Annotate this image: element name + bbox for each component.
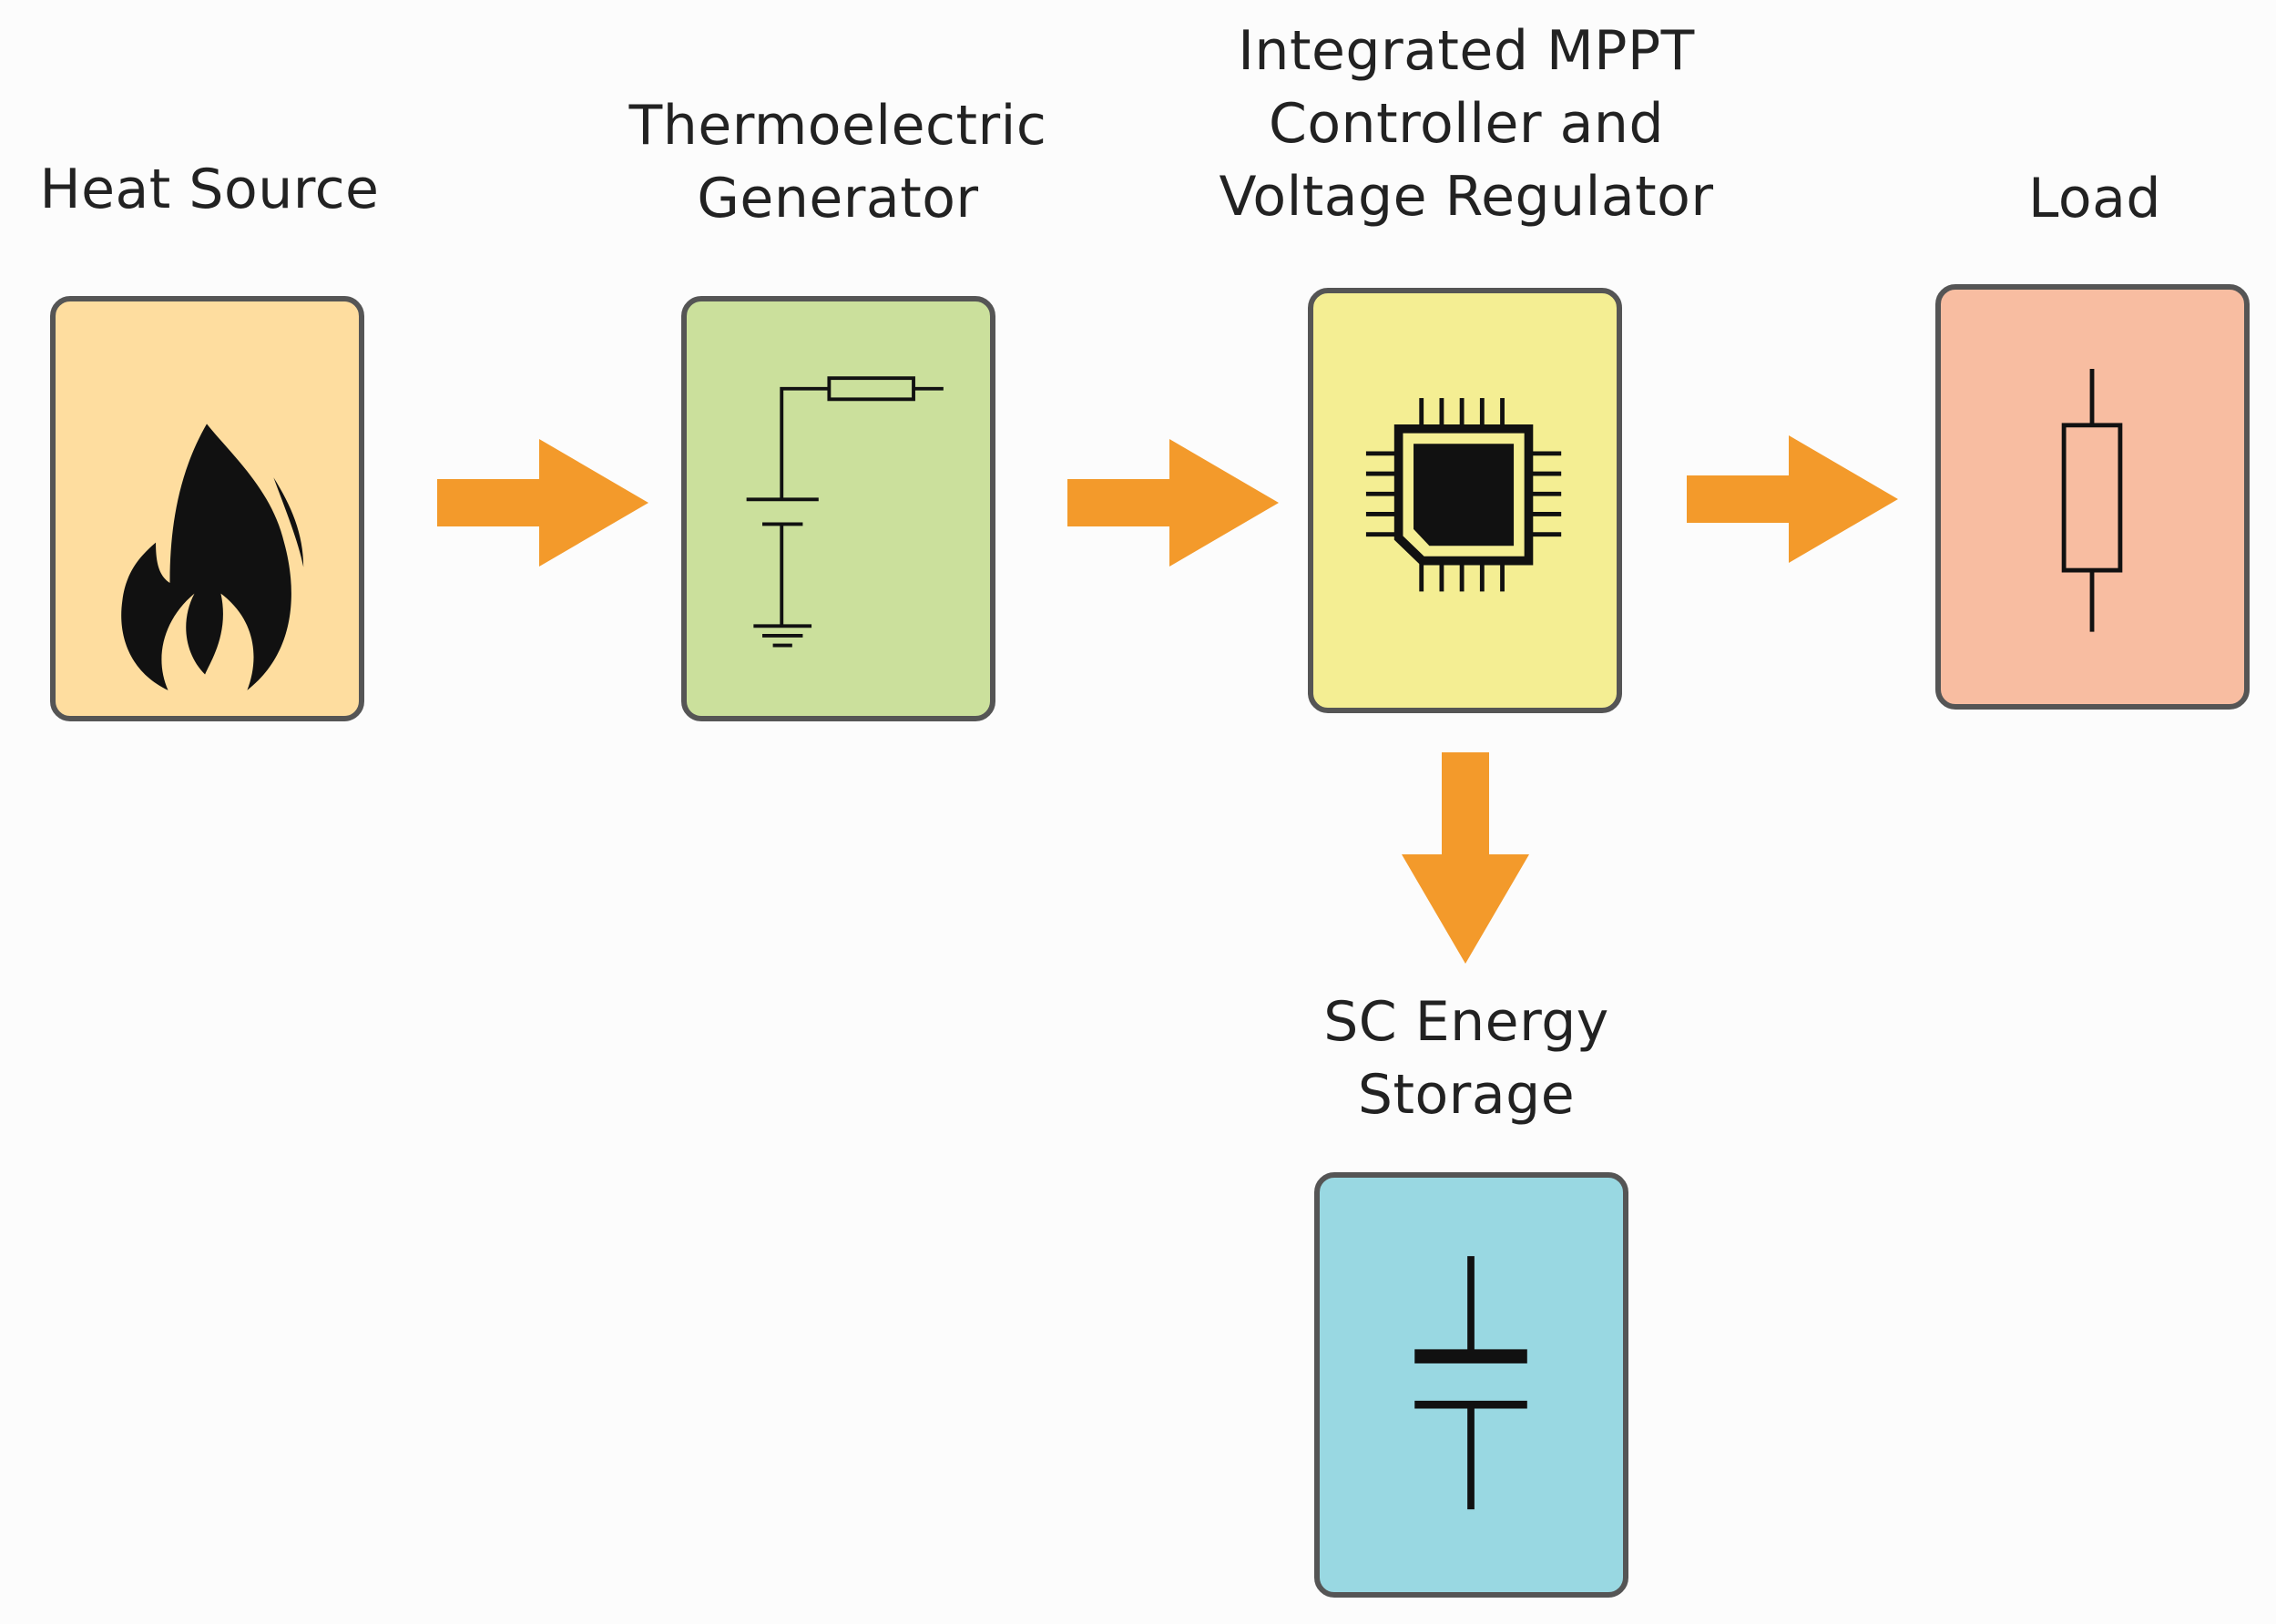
- capacitor-icon: [1414, 1256, 1527, 1510]
- arrow-mppt-to-load: [1687, 435, 1898, 563]
- arrow-mppt-to-storage: [1402, 752, 1529, 964]
- flame-icon: [121, 424, 304, 690]
- arrow-heat-to-teg: [437, 439, 648, 567]
- arrow-teg-to-mppt: [1067, 439, 1279, 567]
- heat-source-label: Heat Source: [39, 158, 380, 221]
- mppt-label: Integrated MPPT Controller and Voltage R…: [1219, 19, 1714, 229]
- microchip-icon: [1365, 398, 1562, 592]
- storage-block: [1314, 1172, 1628, 1598]
- teg-circuit-icon: [746, 376, 944, 648]
- mppt-block: [1308, 288, 1622, 713]
- load-block: [1935, 284, 2250, 710]
- heat-source-block: [50, 296, 364, 721]
- teg-label: Thermoelectric Generator: [628, 94, 1047, 230]
- teg-block: [681, 296, 995, 721]
- resistor-icon: [2061, 369, 2123, 632]
- load-label: Load: [2028, 167, 2161, 230]
- storage-label: SC Energy Storage: [1323, 990, 1609, 1127]
